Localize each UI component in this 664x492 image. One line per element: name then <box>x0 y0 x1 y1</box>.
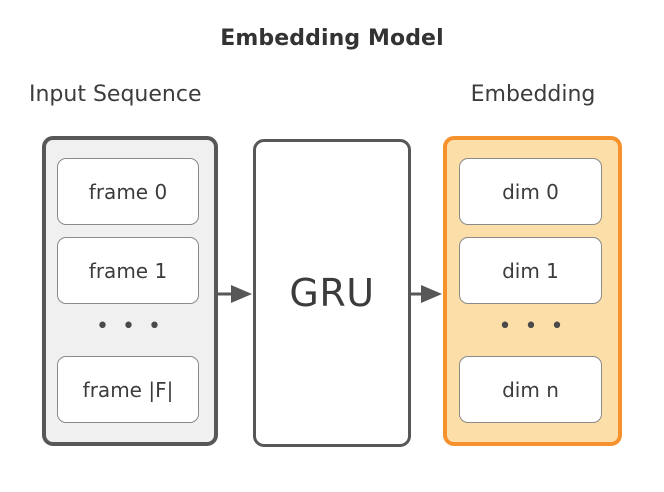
input-sequence-caption: Input Sequence <box>29 82 202 107</box>
embedding-caption: Embedding <box>470 82 596 107</box>
input-cell-frame-last: frame |F| <box>57 356 199 423</box>
arrow-gru-to-embedding-icon <box>410 285 442 303</box>
embedding-stack: dim 0 dim 1 • • • dim n <box>443 136 622 446</box>
input-cell-frame-0: frame 0 <box>57 158 199 225</box>
gru-block: GRU <box>253 139 411 447</box>
input-ellipsis: • • • <box>96 314 164 339</box>
input-cell-frame-1: frame 1 <box>57 237 199 304</box>
embedding-ellipsis: • • • <box>498 314 567 339</box>
embedding-cell-dim-0: dim 0 <box>459 158 602 225</box>
arrow-input-to-gru-icon <box>218 285 252 303</box>
embedding-cell-dim-n: dim n <box>459 356 602 423</box>
page-title: Embedding Model <box>220 26 444 51</box>
embedding-cell-dim-1: dim 1 <box>459 237 602 304</box>
input-sequence-stack: frame 0 frame 1 • • • frame |F| <box>42 136 218 446</box>
gru-label: GRU <box>289 271 375 315</box>
